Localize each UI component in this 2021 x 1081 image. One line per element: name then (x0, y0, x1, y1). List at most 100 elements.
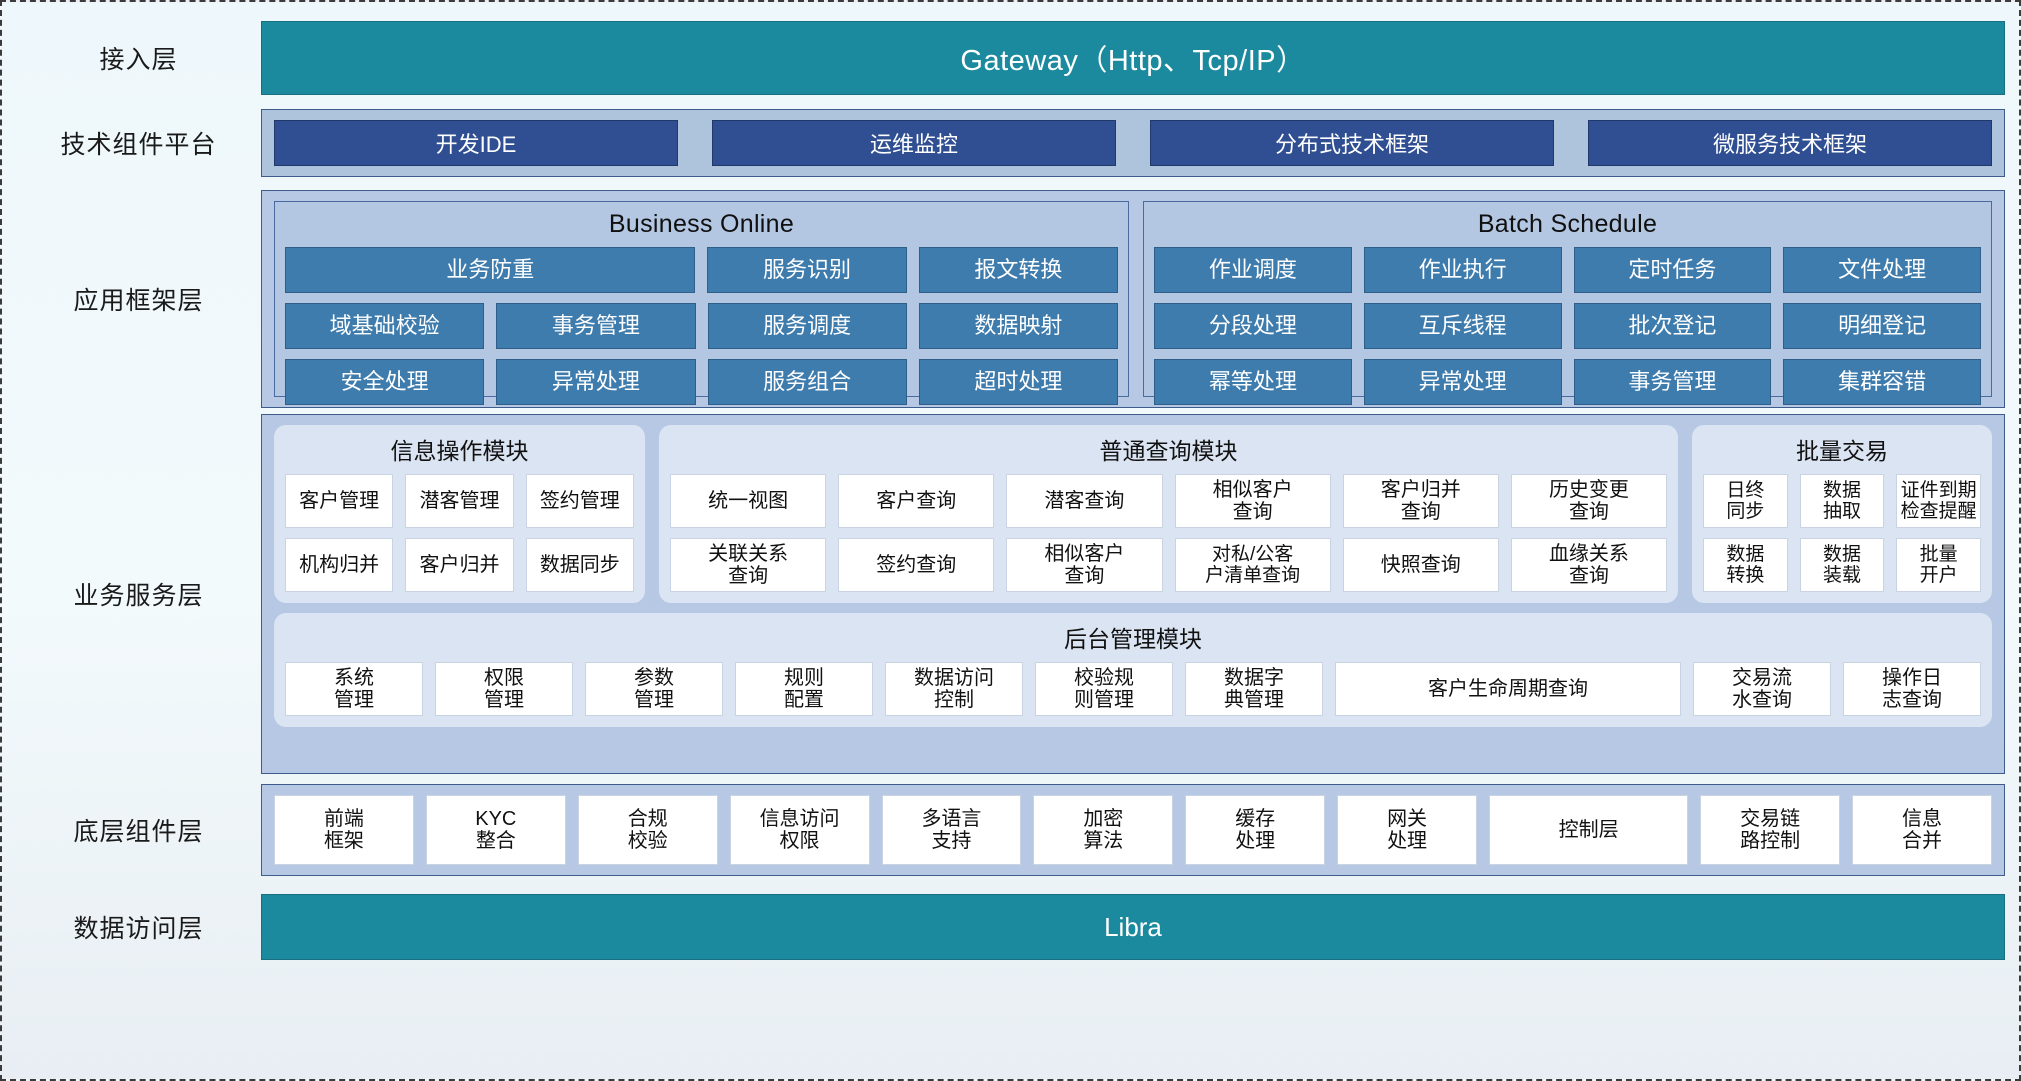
cell-info-merge[interactable]: 信息合并 (1852, 795, 1992, 865)
cell-job-execution[interactable]: 作业执行 (1363, 247, 1562, 293)
cell-file-processing[interactable]: 文件处理 (1783, 247, 1981, 293)
table-row: 日终同步 数据抽取 证件到期检查提醒 (1703, 474, 1982, 528)
tech-item-dev-ide[interactable]: 开发IDE (274, 120, 678, 166)
cell-history-change-query[interactable]: 历史变更查询 (1510, 474, 1668, 528)
cell-business-anti-duplicate[interactable]: 业务防重 (285, 247, 696, 293)
group-title-business-online: Business Online (608, 210, 795, 238)
module-title-batch-transaction: 批量交易 (1796, 438, 1888, 464)
cell-domain-basic-validate[interactable]: 域基础校验 (285, 303, 485, 349)
gateway-bar[interactable]: Gateway（Http、Tcp/IP） (261, 21, 2005, 95)
cell-data-extract[interactable]: 数据抽取 (1799, 474, 1885, 528)
table-row: 幂等处理 异常处理 事务管理 集群容错 (1154, 359, 1981, 405)
layer-label-base-components: 底层组件层 (73, 818, 204, 846)
module-title-common-query: 普通查询模块 (1099, 438, 1238, 464)
layer-label-access: 接入层 (99, 46, 178, 74)
cell-frontend-framework[interactable]: 前端框架 (274, 795, 414, 865)
tech-item-ops-monitor[interactable]: 运维监控 (712, 120, 1116, 166)
table-row: 分段处理 互斥线程 批次登记 明细登记 (1154, 303, 1981, 349)
cell-multilanguage-support[interactable]: 多语言支持 (881, 795, 1022, 865)
cell-job-scheduling[interactable]: 作业调度 (1154, 247, 1352, 293)
cell-data-transform[interactable]: 数据转换 (1703, 538, 1788, 592)
cell-validation-rule-management[interactable]: 校验规则管理 (1035, 662, 1173, 716)
cell-service-composition[interactable]: 服务组合 (707, 359, 907, 405)
cell-data-access-control[interactable]: 数据访问控制 (885, 662, 1023, 716)
cell-customer-merge-query[interactable]: 客户归并查询 (1342, 474, 1499, 528)
cell-contract-query[interactable]: 签约查询 (838, 538, 995, 592)
cell-data-load[interactable]: 数据装载 (1799, 538, 1885, 592)
table-row: 关联关系查询 签约查询 相似客户查询 对私/公客户清单查询 快照查询 血缘关系查… (670, 538, 1668, 592)
cell-compliance-validation[interactable]: 合规校验 (577, 795, 718, 865)
cell-unified-view[interactable]: 统一视图 (670, 474, 827, 528)
cell-gateway-processing[interactable]: 网关处理 (1337, 795, 1477, 865)
cell-prospect-management[interactable]: 潜客管理 (405, 474, 514, 528)
table-row: 机构归并 客户归并 数据同步 (285, 538, 634, 592)
cell-batch-registration[interactable]: 批次登记 (1573, 303, 1772, 349)
batch-transaction-grid: 日终同步 数据抽取 证件到期检查提醒 数据转换 数据装载 批量开户 (1703, 474, 1982, 592)
module-backoffice-admin: 后台管理模块 系统管理 权限管理 参数管理 规则配置 数据访问控制 校验规则管理… (274, 613, 1992, 727)
cell-cache-processing[interactable]: 缓存处理 (1185, 795, 1326, 865)
cell-idempotent-processing[interactable]: 幂等处理 (1154, 359, 1352, 405)
layer-data-access: 数据访问层 Libra (16, 886, 2005, 968)
data-access-bar[interactable]: Libra (261, 894, 2005, 960)
cell-customer-merge[interactable]: 客户归并 (405, 538, 514, 592)
tech-item-distributed-framework[interactable]: 分布式技术框架 (1150, 120, 1554, 166)
cell-customer-management[interactable]: 客户管理 (285, 474, 394, 528)
group-title-batch-schedule: Batch Schedule (1477, 210, 1658, 238)
cell-customer-query[interactable]: 客户查询 (838, 474, 995, 528)
table-row: 客户管理 潜客管理 签约管理 (285, 474, 634, 528)
cell-day-end-sync[interactable]: 日终同步 (1703, 474, 1788, 528)
cell-control-layer[interactable]: 控制层 (1489, 795, 1689, 865)
cell-message-transform[interactable]: 报文转换 (918, 247, 1118, 293)
table-row: 域基础校验 事务管理 服务调度 数据映射 (285, 303, 1118, 349)
cell-data-mapping[interactable]: 数据映射 (918, 303, 1118, 349)
cell-batch-transaction-management[interactable]: 事务管理 (1573, 359, 1772, 405)
cell-exception-processing[interactable]: 异常处理 (496, 359, 696, 405)
cell-rule-configuration[interactable]: 规则配置 (735, 662, 873, 716)
cell-batch-account-opening[interactable]: 批量开户 (1896, 538, 1982, 592)
cell-org-merge[interactable]: 机构归并 (285, 538, 394, 592)
cell-similar-customer-query-2[interactable]: 相似客户查询 (1006, 538, 1163, 592)
batch-schedule-grid: 作业调度 作业执行 定时任务 文件处理 分段处理 互斥线程 批次登记 明细登记 (1154, 247, 1981, 405)
layer-label-app-framework: 应用框架层 (73, 287, 204, 315)
cell-similar-customer-query[interactable]: 相似客户查询 (1174, 474, 1331, 528)
cell-operation-log-query[interactable]: 操作日志查询 (1843, 662, 1981, 716)
cell-personal-corporate-list-query[interactable]: 对私/公客户清单查询 (1174, 538, 1331, 592)
cell-customer-lifecycle-query[interactable]: 客户生命周期查询 (1335, 662, 1681, 716)
cell-lineage-relation-query[interactable]: 血缘关系查询 (1510, 538, 1668, 592)
cell-encryption-algorithm[interactable]: 加密算法 (1033, 795, 1174, 865)
cell-permission-management[interactable]: 权限管理 (435, 662, 573, 716)
cell-timeout-processing[interactable]: 超时处理 (918, 359, 1118, 405)
layer-label-tech-platform: 技术组件平台 (60, 131, 217, 159)
cell-system-management[interactable]: 系统管理 (285, 662, 423, 716)
cell-cluster-fault-tolerance[interactable]: 集群容错 (1783, 359, 1981, 405)
module-title-info-operation: 信息操作模块 (390, 438, 529, 464)
layer-access: 接入层 Gateway（Http、Tcp/IP） (16, 12, 2005, 104)
cell-transaction-chain-control[interactable]: 交易链路控制 (1700, 795, 1841, 865)
cell-data-sync[interactable]: 数据同步 (525, 538, 634, 592)
cell-snapshot-query[interactable]: 快照查询 (1342, 538, 1499, 592)
cell-segment-processing[interactable]: 分段处理 (1154, 303, 1352, 349)
cell-relation-query[interactable]: 关联关系查询 (670, 538, 827, 592)
cell-info-access-permission[interactable]: 信息访问权限 (729, 795, 870, 865)
cell-scheduled-task[interactable]: 定时任务 (1573, 247, 1772, 293)
cell-batch-exception-processing[interactable]: 异常处理 (1363, 359, 1562, 405)
cell-detail-registration[interactable]: 明细登记 (1783, 303, 1981, 349)
module-info-operation: 信息操作模块 客户管理 潜客管理 签约管理 机构归并 客户归并 数据同步 (274, 425, 645, 603)
tech-item-microservice-framework[interactable]: 微服务技术框架 (1588, 120, 1992, 166)
cell-service-identify[interactable]: 服务识别 (707, 247, 907, 293)
cell-mutex-thread[interactable]: 互斥线程 (1363, 303, 1562, 349)
cell-data-dictionary-management[interactable]: 数据字典管理 (1185, 662, 1323, 716)
cell-transaction-flow-query[interactable]: 交易流水查询 (1693, 662, 1831, 716)
cell-prospect-query[interactable]: 潜客查询 (1006, 474, 1163, 528)
cell-parameter-management[interactable]: 参数管理 (585, 662, 723, 716)
cell-contract-management[interactable]: 签约管理 (525, 474, 634, 528)
cell-certificate-expiry-reminder[interactable]: 证件到期检查提醒 (1896, 474, 1982, 528)
info-operation-grid: 客户管理 潜客管理 签约管理 机构归并 客户归并 数据同步 (285, 474, 634, 592)
cell-transaction-management[interactable]: 事务管理 (496, 303, 696, 349)
cell-service-scheduling[interactable]: 服务调度 (707, 303, 907, 349)
tech-platform-band: 开发IDE 运维监控 分布式技术框架 微服务技术框架 (261, 109, 2005, 177)
cell-security-processing[interactable]: 安全处理 (285, 359, 485, 405)
table-row: 作业调度 作业执行 定时任务 文件处理 (1154, 247, 1981, 293)
